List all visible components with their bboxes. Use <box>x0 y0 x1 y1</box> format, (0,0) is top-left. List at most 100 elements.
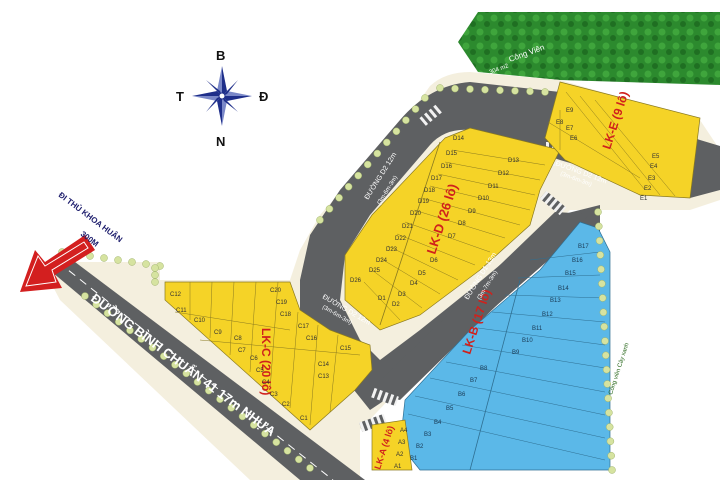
lot-label: D7 <box>448 234 456 240</box>
direction-arrow <box>20 235 95 292</box>
lot-label: D13 <box>508 158 520 164</box>
lot-label: C8 <box>234 336 242 342</box>
lot-label: B15 <box>565 271 576 277</box>
lot-label: C3 <box>270 392 278 398</box>
crosswalk <box>419 104 443 126</box>
lot-label: D1 <box>378 296 386 302</box>
lot-label: D22 <box>395 236 407 242</box>
lot-label: A1 <box>394 464 402 470</box>
lot-label: D5 <box>418 271 426 277</box>
tree-icon <box>151 264 159 272</box>
road-d1 <box>368 212 590 400</box>
tree-icon <box>436 84 444 92</box>
block-d-divider <box>379 141 441 326</box>
lot-label: C4 <box>262 380 270 386</box>
lot-label: D25 <box>369 268 381 274</box>
crosswalk <box>371 387 399 407</box>
tree-icon <box>541 88 549 96</box>
lot-label: C20 <box>270 288 282 294</box>
lot-label: C18 <box>280 312 292 318</box>
tree-icon <box>511 87 519 95</box>
lot-label: E9 <box>566 108 574 114</box>
lot-label: E1 <box>640 196 648 202</box>
lot-label: C12 <box>170 292 182 298</box>
tree-icon <box>227 404 236 412</box>
block-c-label: LK-C (20 lô) <box>259 328 273 395</box>
tree-icon <box>466 85 474 93</box>
lot-label: E8 <box>556 120 564 126</box>
tree-icon <box>606 437 615 446</box>
lot-label: B14 <box>558 286 569 292</box>
lot-label: A2 <box>396 452 404 458</box>
tree-icon <box>81 292 89 300</box>
lot-label: E2 <box>644 186 652 192</box>
lot-label: D3 <box>398 292 406 298</box>
lot-label: A4 <box>400 428 408 434</box>
tree-icon <box>151 278 159 286</box>
lot-label: B6 <box>458 392 466 398</box>
tree-icon <box>595 236 604 245</box>
tree-icon <box>373 149 382 158</box>
lot-label: C17 <box>298 324 310 330</box>
tree-icon <box>596 251 605 259</box>
lot-label: E3 <box>648 176 656 182</box>
lot-label: D23 <box>386 247 398 253</box>
tree-icon <box>316 216 324 224</box>
tree-icon <box>602 351 610 360</box>
lot-label: C5 <box>256 368 264 374</box>
lot-label: C13 <box>318 374 330 380</box>
lot-label: B11 <box>532 326 543 332</box>
lot-label: C19 <box>276 300 288 306</box>
tree-icon <box>171 361 179 369</box>
lot-label: D12 <box>498 171 510 177</box>
tree-icon <box>496 86 504 95</box>
tree-icon <box>115 318 123 326</box>
block-c-lot-lines <box>174 281 361 426</box>
tree-icon <box>526 87 534 96</box>
lot-label: D8 <box>458 221 466 227</box>
lot-label: D17 <box>431 176 443 182</box>
lot-label: C10 <box>194 318 206 324</box>
tree-icon <box>595 222 603 231</box>
lot-label: D18 <box>424 188 436 194</box>
lot-label: B5 <box>446 406 454 412</box>
street-trees <box>58 84 616 474</box>
crosswalk <box>539 190 567 216</box>
lot-label: D9 <box>468 209 476 215</box>
tree-icon <box>250 421 258 429</box>
tree-icon <box>597 265 605 274</box>
tree-icon <box>92 300 101 309</box>
tree-icon <box>354 171 362 180</box>
tree-icon <box>142 260 150 268</box>
tree-icon <box>602 365 611 374</box>
tree-icon <box>599 308 608 317</box>
tree-icon <box>363 160 372 169</box>
lot-label: B17 <box>578 244 589 250</box>
tree-icon <box>344 182 353 191</box>
park-area <box>458 12 720 85</box>
lot-label: D19 <box>418 199 430 205</box>
lot-label: D2 <box>392 302 400 308</box>
tree-icon <box>182 369 191 378</box>
tree-icon <box>604 394 612 403</box>
compass-south: N <box>216 134 225 149</box>
lot-label: B3 <box>424 432 432 438</box>
tree-icon <box>283 447 292 455</box>
lot-label: A3 <box>398 440 406 446</box>
block-a <box>371 419 413 471</box>
tree-icon <box>148 343 157 352</box>
lot-label: B8 <box>480 366 488 372</box>
green-strip-label: Công viên Cây xanh <box>608 342 630 395</box>
tree-icon <box>216 395 224 403</box>
lot-label: B4 <box>434 420 442 426</box>
compass-rose <box>192 66 252 126</box>
tree-icon <box>598 294 607 302</box>
block-b-divider <box>469 279 521 471</box>
tree-icon <box>114 256 122 264</box>
lot-label: E6 <box>570 136 578 142</box>
lot-label: D14 <box>453 136 465 142</box>
tree-icon <box>272 438 281 446</box>
tree-icon <box>601 337 609 345</box>
tree-icon <box>411 105 420 113</box>
tree-icon <box>598 279 606 288</box>
